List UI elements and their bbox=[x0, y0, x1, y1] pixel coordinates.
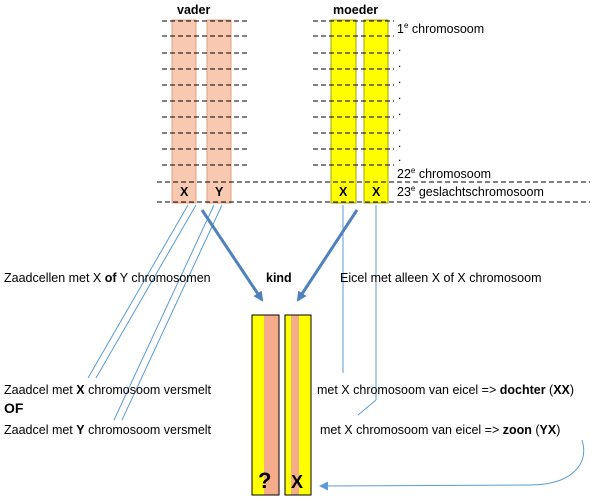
father-label: vader bbox=[177, 3, 211, 17]
child-x-chromosome-label: X bbox=[291, 472, 304, 492]
child-chromosomes bbox=[251, 314, 312, 496]
child-unknown-chromosome-label: ? bbox=[258, 468, 272, 493]
sperm-cells-label: Zaadcellen met X of Y chromosomen bbox=[4, 271, 211, 285]
sperm-x-fusion-label: Zaadcel met X chromosoom versmelt bbox=[4, 383, 212, 397]
father-to-child-arrow bbox=[200, 209, 264, 302]
child-label: kind bbox=[266, 271, 292, 285]
father-chromosome-right bbox=[206, 19, 232, 204]
mother-label: moeder bbox=[333, 3, 379, 17]
egg-cell-label: Eicel met alleen X of X chromosoom bbox=[340, 271, 542, 285]
child-chromosome-left bbox=[251, 314, 280, 496]
mother-chromosome-right bbox=[363, 19, 389, 204]
ellipsis-dot: . bbox=[398, 72, 402, 86]
ellipsis-dot: . bbox=[398, 56, 402, 70]
mother-chromosome-left bbox=[330, 19, 357, 204]
father-y-chromosome-label: Y bbox=[215, 185, 224, 199]
chromosome-23-label: 23e geslachtschromosoom bbox=[397, 183, 544, 199]
father-chromosome-left bbox=[171, 19, 197, 204]
ellipsis-dot: . bbox=[398, 104, 402, 118]
sex-chromosome-band-lines bbox=[157, 181, 590, 203]
mother-x-chromosome-label: X bbox=[339, 185, 348, 199]
son-result-label: met X chromosoom van eicel => zoon (YX) bbox=[320, 423, 561, 437]
child-chromosome-right bbox=[284, 314, 312, 496]
son-to-child-arrow bbox=[319, 439, 585, 491]
daughter-result-label: met X chromosoom van eicel => dochter (X… bbox=[317, 383, 575, 397]
ellipsis-dot: . bbox=[398, 88, 402, 102]
father-band-lines bbox=[162, 20, 248, 166]
father-x-chromosome-label: X bbox=[180, 185, 189, 199]
chromosome-22-label: 22e chromosoom bbox=[397, 165, 492, 181]
father-sperm-lines bbox=[87, 204, 223, 421]
ellipsis-dot: . bbox=[398, 136, 402, 150]
mother-chromosomes bbox=[330, 19, 389, 204]
ellipsis-dot: . bbox=[398, 150, 402, 164]
mother-to-child-arrow bbox=[296, 209, 359, 302]
father-chromosomes bbox=[171, 19, 232, 204]
sperm-y-fusion-label: Zaadcel met Y chromosoom versmelt bbox=[4, 423, 212, 437]
or-label: OF bbox=[4, 400, 24, 416]
mother-x2-chromosome-label: X bbox=[372, 185, 381, 199]
inheritance-arrows bbox=[200, 209, 359, 302]
ellipsis-dot: . bbox=[398, 120, 402, 134]
mother-band-lines bbox=[313, 20, 394, 166]
ellipsis-dot: . bbox=[398, 40, 402, 54]
first-chromosome-label: 1e chromosoom bbox=[397, 20, 485, 36]
